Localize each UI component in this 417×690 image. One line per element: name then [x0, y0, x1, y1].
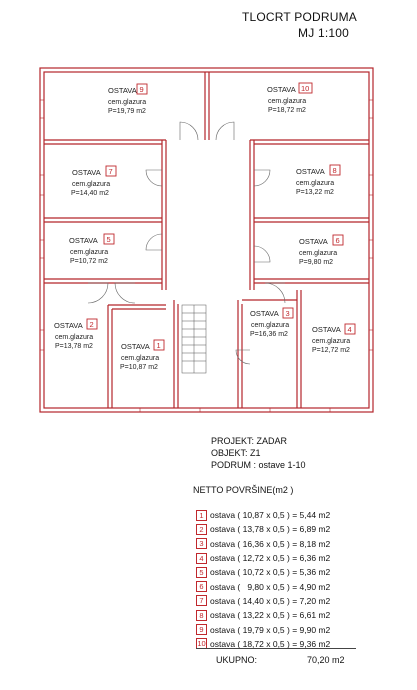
room-number: 3 — [196, 538, 207, 550]
total-row: UKUPNO: 70,20 m2 — [196, 648, 356, 665]
svg-text:P=19,79 m2: P=19,79 m2 — [108, 108, 146, 115]
svg-text:9: 9 — [140, 85, 144, 94]
area-text: ostava ( 13,78 x 0,5 ) = 6,89 m2 — [210, 524, 331, 535]
svg-text:6: 6 — [336, 236, 340, 245]
room-number: 2 — [196, 523, 207, 535]
room-number: 5 — [196, 566, 207, 578]
area-text: ostava ( 9,80 x 0,5 ) = 4,90 m2 — [210, 581, 331, 592]
svg-text:1: 1 — [157, 341, 161, 350]
svg-text:P=18,72 m2: P=18,72 m2 — [268, 107, 306, 114]
room-number: 8 — [196, 609, 207, 621]
room-3-label: OSTAVA 3 cem.glazura P=16,36 m2 — [250, 307, 294, 338]
svg-text:P=13,78 m2: P=13,78 m2 — [55, 343, 93, 350]
room-4-label: OSTAVA 4 cem.glazura P=12,72 m2 — [312, 323, 356, 354]
netto-title: NETTO POVRŠINE(m2 ) — [193, 485, 294, 495]
svg-text:2: 2 — [90, 320, 94, 329]
plan-title: TLOCRT PODRUMA — [241, 10, 357, 24]
room-1-label: OSTAVA 1 cem.glazura P=10,87 m2 — [120, 339, 165, 371]
area-text: ostava ( 14,40 x 0,5 ) = 7,20 m2 — [210, 595, 331, 606]
room-6-label: OSTAVA 6 cem.glazura P=9,80 m2 — [299, 234, 344, 266]
svg-text:cem.glazura: cem.glazura — [312, 338, 350, 345]
area-text: ostava ( 12,72 x 0,5 ) = 6,36 m2 — [210, 553, 331, 564]
svg-text:P=14,40 m2: P=14,40 m2 — [71, 190, 109, 197]
svg-text:P=16,36 m2: P=16,36 m2 — [250, 331, 288, 338]
door-swings — [87, 121, 286, 365]
area-text: ostava ( 13,22 x 0,5 ) = 6,61 m2 — [210, 610, 331, 621]
room-2-label: OSTAVA 2 cem.glazura P=13,78 m2 — [54, 318, 98, 350]
plan-scale: MJ 1:100 — [298, 26, 349, 40]
area-text: ostava ( 16,36 x 0,5 ) = 8,18 m2 — [210, 538, 331, 549]
project-name: PROJEKT: ZADAR — [211, 436, 288, 446]
svg-text:P=13,22 m2: P=13,22 m2 — [296, 189, 334, 196]
room-5-label: OSTAVA 5 cem.glazura P=10,72 m2 — [69, 233, 115, 265]
svg-text:cem.glazura: cem.glazura — [72, 181, 110, 188]
svg-text:OSTAVA: OSTAVA — [69, 236, 98, 245]
svg-text:OSTAVA: OSTAVA — [121, 342, 150, 351]
svg-text:OSTAVA: OSTAVA — [54, 321, 83, 330]
svg-text:P=10,72 m2: P=10,72 m2 — [70, 258, 108, 265]
svg-text:cem.glazura: cem.glazura — [299, 250, 337, 257]
svg-text:cem.glazura: cem.glazura — [251, 322, 289, 329]
svg-text:OSTAVA: OSTAVA — [267, 85, 296, 94]
svg-text:OSTAVA: OSTAVA — [296, 167, 325, 176]
svg-text:cem.glazura: cem.glazura — [121, 355, 159, 362]
svg-text:cem.glazura: cem.glazura — [70, 249, 108, 256]
staircase — [181, 304, 207, 374]
room-number: 9 — [196, 624, 207, 636]
svg-text:OSTAVA: OSTAVA — [299, 237, 328, 246]
svg-text:OSTAVA: OSTAVA — [312, 325, 341, 334]
total-value: 70,20 m2 — [307, 655, 345, 665]
svg-text:4: 4 — [348, 325, 352, 334]
windows — [40, 99, 373, 412]
room-number: 7 — [196, 595, 207, 607]
svg-text:10: 10 — [301, 84, 309, 93]
floor-plan: OSTAVA 9 cem.glazura P=19,79 m2 OSTAVA 1… — [39, 67, 374, 413]
room-8-label: OSTAVA 8 cem.glazura P=13,22 m2 — [296, 164, 341, 196]
basement-desc: PODRUM : ostave 1-10 — [211, 460, 306, 470]
room-number: 4 — [196, 552, 207, 564]
svg-text:7: 7 — [109, 167, 113, 176]
object-name: OBJEKT: Z1 — [211, 448, 261, 458]
svg-text:8: 8 — [333, 166, 337, 175]
svg-text:OSTAVA: OSTAVA — [250, 309, 279, 318]
svg-text:cem.glazura: cem.glazura — [108, 99, 146, 106]
svg-text:OSTAVA: OSTAVA — [72, 168, 101, 177]
area-text: ostava ( 10,72 x 0,5 ) = 5,36 m2 — [210, 567, 331, 578]
total-label: UKUPNO: — [216, 655, 258, 665]
room-9-label: OSTAVA 9 cem.glazura P=19,79 m2 — [108, 83, 148, 115]
svg-text:5: 5 — [107, 235, 111, 244]
svg-text:3: 3 — [286, 309, 290, 318]
svg-text:cem.glazura: cem.glazura — [55, 334, 93, 341]
area-text: ostava ( 10,87 x 0,5 ) = 5,44 m2 — [210, 510, 331, 521]
area-text: ostava ( 19,79 x 0,5 ) = 9,90 m2 — [210, 624, 331, 635]
svg-text:P=10,87 m2: P=10,87 m2 — [120, 364, 158, 371]
room-number: 6 — [196, 581, 207, 593]
svg-text:P=12,72 m2: P=12,72 m2 — [312, 347, 350, 354]
room-7-label: OSTAVA 7 cem.glazura P=14,40 m2 — [71, 165, 117, 197]
svg-text:OSTAVA: OSTAVA — [108, 86, 137, 95]
room-10-label: OSTAVA 10 cem.glazura P=18,72 m2 — [267, 82, 313, 114]
svg-text:cem.glazura: cem.glazura — [268, 98, 306, 105]
svg-text:P=9,80 m2: P=9,80 m2 — [299, 259, 333, 266]
room-number: 1 — [196, 509, 207, 521]
area-text: ostava ( 18,72 x 0,5 ) = 9,36 m2 — [210, 638, 331, 649]
svg-text:cem.glazura: cem.glazura — [296, 180, 334, 187]
